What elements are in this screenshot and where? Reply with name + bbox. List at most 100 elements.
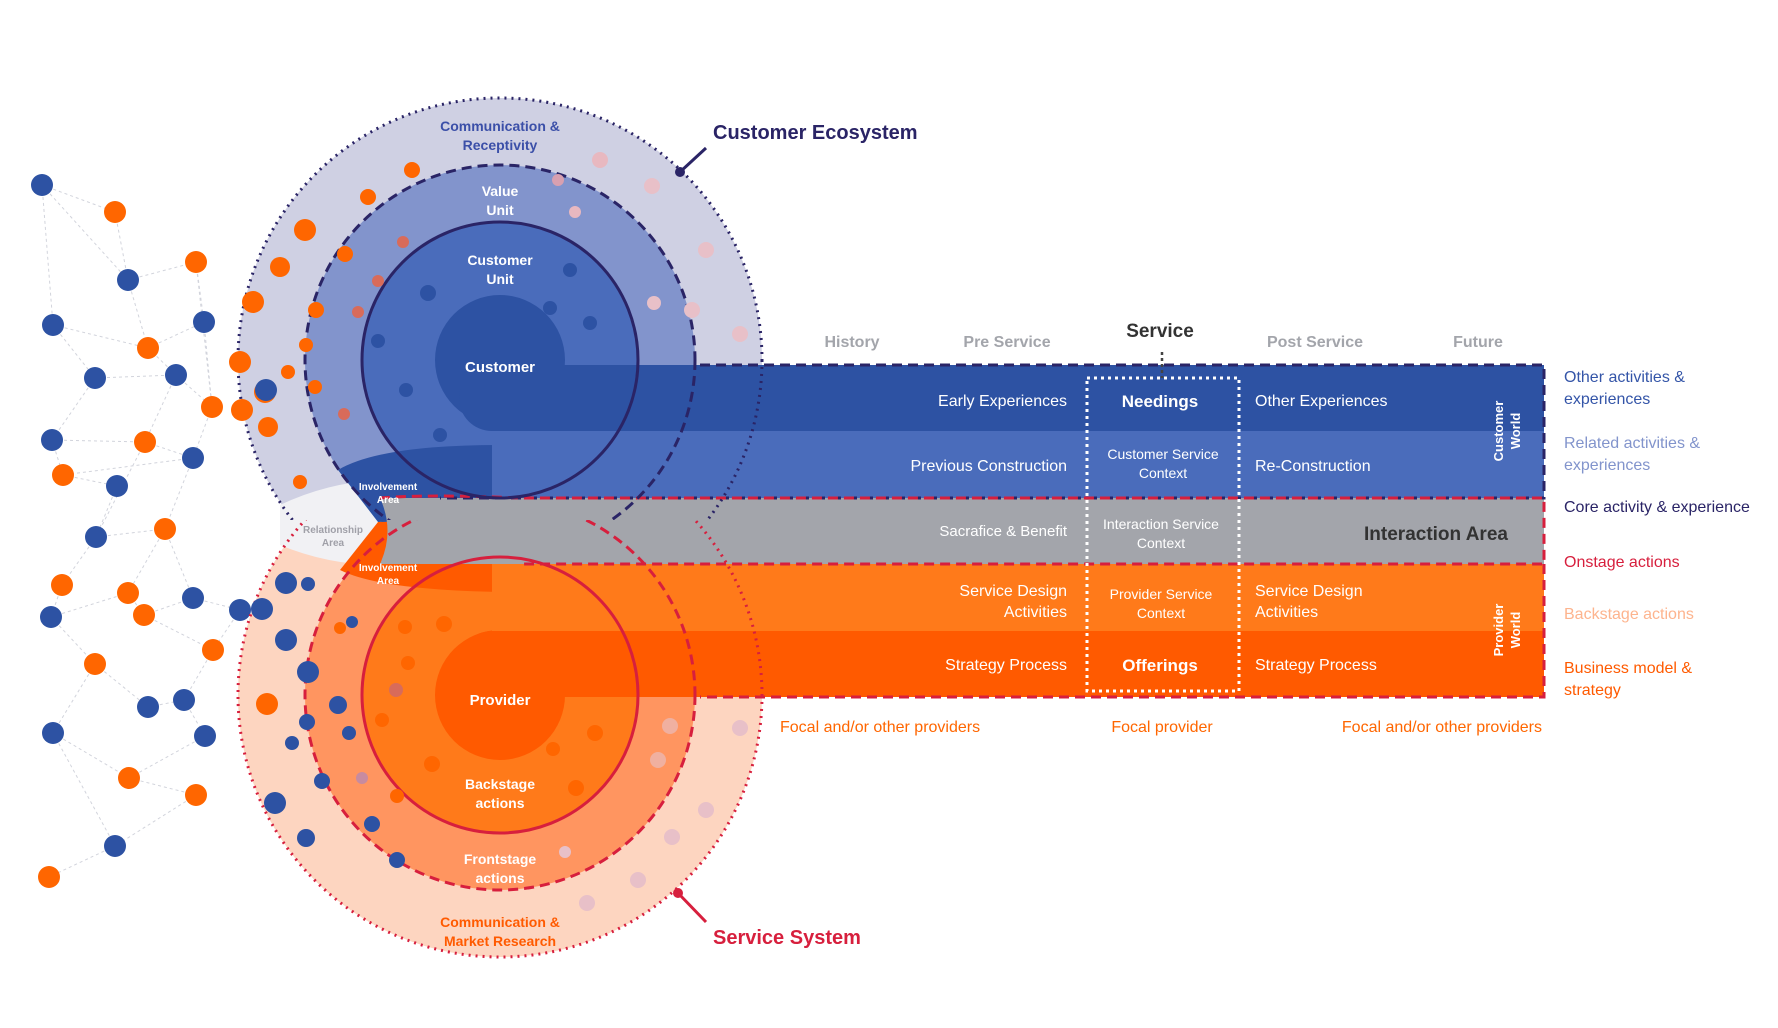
ring-dot [297,661,319,683]
ring-dot [389,852,405,868]
relationship-label-2: Area [322,538,345,549]
ring-dot [436,616,452,632]
network-edge [94,663,149,708]
frontstage-label-2: actions [475,870,524,886]
ring-dot [338,408,350,420]
network-edge [52,324,96,379]
ring-dot [293,475,307,489]
row-service-design-right: Service Design [1255,583,1363,600]
ring-dot [587,725,603,741]
backstage-label: Backstage [465,776,535,792]
ring-dot [732,326,748,342]
timeline-future: Future [1453,334,1503,351]
interaction-outline [379,494,1546,566]
network-node [154,518,176,540]
ring-dot [569,206,581,218]
ring-dot [364,816,380,832]
network-node [185,784,207,806]
network-edge [62,457,194,476]
legend-business-model: Business model & [1564,660,1692,677]
network-edge [128,735,206,779]
ring-dot [397,236,409,248]
band-strategy [492,631,1544,697]
network-node [173,689,195,711]
network-node [31,174,53,196]
system-comm-label-2: Market Research [444,933,556,949]
bottom-left-label: Focal and/or other providers [780,719,980,736]
ring-dot [270,257,290,277]
ring-dot [390,789,404,803]
network-node [201,396,223,418]
customer-world-label-2: World [1508,413,1523,450]
ring-dot [229,351,251,373]
ring-dot [275,572,297,594]
network-edge [114,794,197,847]
customer-ecosystem-title: Customer Ecosystem [713,122,918,144]
involvement-top-label: Involvement [359,482,418,493]
row-re-construction: Re-Construction [1255,458,1371,475]
ring-dot [231,399,253,421]
row-provider-service-context: Provider Service [1110,586,1213,602]
ring-dot [297,829,315,847]
ring-dot [301,577,315,591]
legend-business-model-2: strategy [1564,682,1621,699]
ring-dot [424,756,440,772]
network-edge [51,439,146,443]
ring-dot [329,696,347,714]
network-node [85,526,107,548]
ring-dot [308,380,322,394]
ring-dot [647,296,661,310]
network-edge [144,374,177,443]
network-node [117,269,139,291]
row-service-design-right-2: Activities [1255,604,1318,621]
customer-unit-label: Customer [467,252,533,268]
network-edge [127,528,166,594]
service-column [1085,376,1241,693]
provider-world-outline [700,564,1546,699]
ring-dot [255,379,277,401]
ring-dot [264,792,286,814]
row-needings: Needings [1122,392,1199,411]
ring-dot [285,736,299,750]
network-edge [164,528,194,599]
network-node [118,767,140,789]
ring-dot [401,656,415,670]
network-node [84,367,106,389]
provider-label: Provider [470,692,531,709]
relationship-area [280,480,378,565]
ring-dot [568,780,584,796]
network-node [104,201,126,223]
ring-dot [389,683,403,697]
network-edge [41,184,54,326]
ring-dot [314,773,330,789]
network-edge [127,592,145,616]
ring-dot [281,365,295,379]
network-node [185,251,207,273]
network-edge [52,663,96,734]
customer-label: Customer [465,359,535,376]
network-edge [41,184,116,213]
network-node [117,582,139,604]
involvement-top-label-2: Area [377,495,400,506]
network-node [193,311,215,333]
network-node [165,364,187,386]
ecosystem-comm-label: Communication & [440,118,560,134]
band-interaction [440,498,1544,564]
network-node [104,835,126,857]
legend-related-activities-2: experiences [1564,457,1650,474]
value-unit-label: Value [482,183,519,199]
ring-dot [579,895,595,911]
ring-dot [592,152,608,168]
ring-dot [698,242,714,258]
row-provider-service-context-2: Context [1137,605,1185,621]
ring-dot [559,846,571,858]
ring-dot [563,263,577,277]
ring-dot [664,829,680,845]
ring-dot [698,802,714,818]
row-interaction-service-context: Interaction Service [1103,516,1219,532]
ring-dot [583,316,597,330]
network-node [42,314,64,336]
involvement-bottom-label: Involvement [359,563,418,574]
legend-related-activities: Related activities & [1564,435,1700,452]
